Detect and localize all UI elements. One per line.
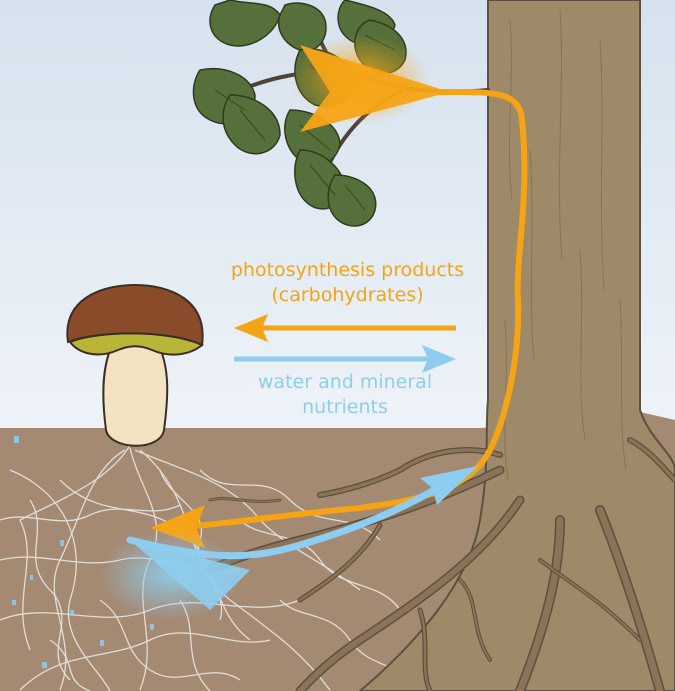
water-label-line2: nutrients <box>302 396 388 418</box>
legend-blue-arrow <box>234 345 456 373</box>
legend-orange-arrow <box>234 314 456 342</box>
mushroom-cap <box>66 283 204 347</box>
water-transport-arrow <box>100 466 478 620</box>
photosynthesis-label-line1: photosynthesis products <box>230 259 465 281</box>
water-label: water and mineral nutrients <box>215 370 475 420</box>
water-droplets <box>12 436 154 668</box>
mushroom-stem <box>102 334 169 447</box>
mushroom-icon <box>66 283 204 447</box>
photosynthesis-label-line2: (carbohydrates) <box>271 284 424 306</box>
photosynthesis-label: photosynthesis products (carbohydrates) <box>205 258 490 308</box>
tree-roots <box>205 437 675 691</box>
water-label-line1: water and mineral <box>257 371 433 393</box>
